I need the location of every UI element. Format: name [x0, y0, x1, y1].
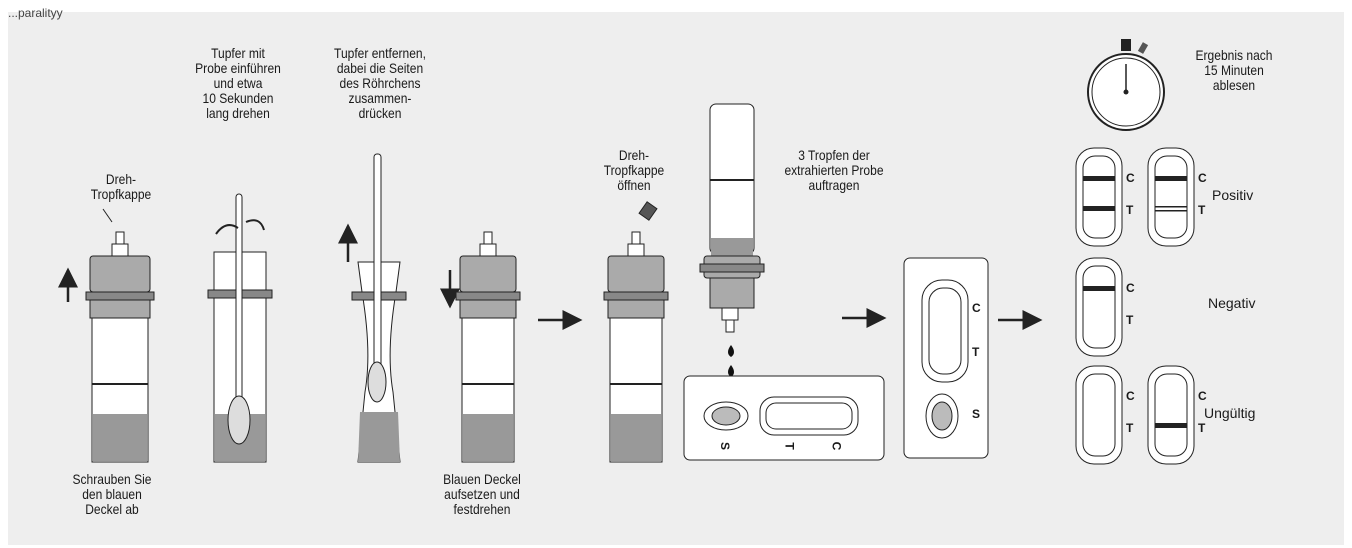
- result-positive-2: [1147, 147, 1195, 247]
- pos1-t-marker: T: [1126, 203, 1134, 217]
- step2-tube: [207, 193, 273, 463]
- inv1-c-marker: C: [1126, 389, 1135, 403]
- result-invalid-label: Ungültig: [1204, 405, 1256, 421]
- step4-bottom-label: Blauen Deckel aufsetzen und festdrehen: [443, 471, 521, 517]
- step3-tube: [338, 153, 407, 463]
- cassette-flat-s-marker: S: [718, 441, 733, 451]
- result-positive-label: Positiv: [1212, 187, 1254, 203]
- inv2-t-marker: T: [1198, 421, 1206, 435]
- step1-tube: [58, 208, 155, 463]
- result-invalid-1: [1075, 365, 1123, 465]
- result-negative-label: Negativ: [1208, 295, 1256, 311]
- result-invalid-2: [1147, 365, 1195, 465]
- pos2-c-marker: C: [1198, 171, 1207, 185]
- cassette-upright: [903, 257, 989, 459]
- cassette-flat-c-marker: C: [829, 441, 844, 451]
- step5-top-label: Dreh- Tropfkappe öffnen: [603, 147, 665, 193]
- instruction-panel: ...paralityy Dreh- Tropfkappe Schrauben …: [8, 6, 1344, 545]
- neg-t-marker: T: [1126, 313, 1134, 327]
- step4-tube: [440, 231, 521, 463]
- procedure-illustration: [58, 39, 1195, 465]
- step5-tube: [603, 201, 669, 463]
- cassette-flat-t-marker: T: [782, 442, 797, 450]
- stopwatch-icon: [1087, 39, 1165, 131]
- header-fragment: ...paralityy: [8, 6, 63, 20]
- step6-top-label: 3 Tropfen der extrahierten Probe auftrag…: [784, 147, 884, 193]
- step1-bottom-label: Schrauben Sie den blauen Deckel ab: [72, 471, 152, 517]
- step1-top-label: Dreh- Tropfkappe: [90, 171, 152, 202]
- inv2-c-marker: C: [1198, 389, 1207, 403]
- step6-dropper: [699, 103, 765, 397]
- result-negative: [1075, 257, 1123, 357]
- cassette-upright-s-marker: S: [972, 407, 981, 421]
- cassette-flat: [683, 375, 885, 461]
- step2-top-label: Tupfer mit Probe einführen und etwa 10 S…: [195, 45, 281, 121]
- inv1-t-marker: T: [1126, 421, 1134, 435]
- pos2-t-marker: T: [1198, 203, 1206, 217]
- neg-c-marker: C: [1126, 281, 1135, 295]
- step7-top-label: Ergebnis nach 15 Minuten ablesen: [1195, 47, 1273, 93]
- step3-top-label: Tupfer entfernen, dabei die Seiten des R…: [334, 45, 426, 121]
- cassette-upright-c-marker: C: [972, 301, 981, 315]
- pos1-c-marker: C: [1126, 171, 1135, 185]
- cassette-upright-t-marker: T: [972, 345, 980, 359]
- result-positive-1: [1075, 147, 1123, 247]
